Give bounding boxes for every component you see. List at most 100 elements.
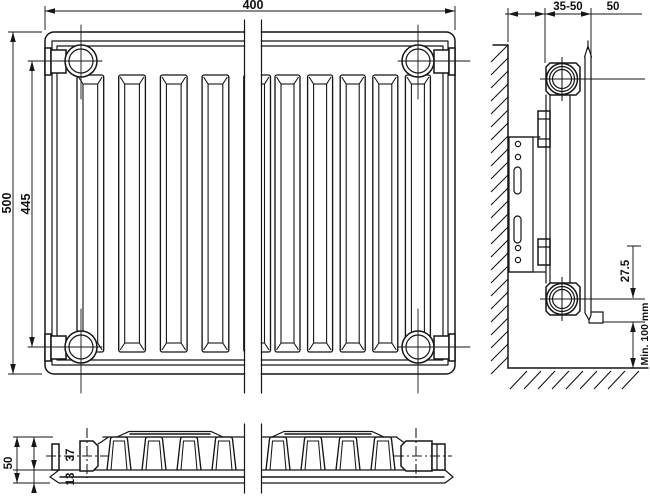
- dim-arrowhead: [630, 288, 636, 298]
- wall-hatch-line: [490, 239, 509, 258]
- wall-hatch-line: [490, 265, 509, 284]
- wall-hatch-line: [490, 226, 509, 245]
- wall-hatch-line: [490, 343, 509, 362]
- wall-hatch-line: [490, 70, 509, 89]
- top-cap-profile: [116, 430, 385, 438]
- bottom-view-left-hub: [46, 428, 109, 478]
- dim-front-height: 500: [0, 193, 14, 214]
- flute-bevel: [203, 76, 228, 351]
- dim-arrowhead: [445, 8, 455, 14]
- floor-hatch-line: [579, 370, 598, 390]
- dim-height-lines: [8, 31, 42, 375]
- dim-side-wall-distance: 35-50: [553, 1, 582, 13]
- flute-bevel: [308, 76, 332, 351]
- flute-outer: [159, 74, 188, 353]
- floor-hatch-line: [621, 370, 640, 390]
- left-stub-cap: [51, 443, 60, 471]
- bottom-view-right-hub: [394, 428, 452, 478]
- dim-side-depth: 50: [607, 1, 620, 13]
- wall-hatch-line: [490, 161, 509, 180]
- break-gap-bottom: [245, 424, 261, 494]
- floor-hatch-line: [593, 370, 612, 390]
- fin-outer: [300, 436, 326, 471]
- bracket-hole: [514, 244, 522, 252]
- flute-outer: [372, 74, 399, 353]
- fin-outer: [211, 436, 237, 471]
- flute-outer: [274, 74, 301, 353]
- bracket-hole: [514, 140, 522, 148]
- wall-bracket: [508, 110, 551, 273]
- break-lines: [243, 19, 263, 394]
- flute-inner: [82, 83, 99, 344]
- right-hub-center-lines: [394, 428, 452, 478]
- flute-outer: [118, 74, 147, 353]
- wall-hatching: [490, 44, 509, 375]
- wall-hatch-line: [490, 174, 509, 193]
- wall-hatch-line: [490, 122, 509, 141]
- fin-inner: [339, 440, 357, 471]
- flute-inner: [207, 83, 224, 344]
- wall-hatch-line: [490, 83, 509, 102]
- stub-bottom-right: [433, 335, 450, 360]
- left-hub-center-lines: [46, 428, 108, 478]
- fin-outer: [370, 436, 396, 471]
- flute-inner: [280, 83, 295, 344]
- bracket-edges: [508, 136, 546, 273]
- flute-bevel: [78, 76, 103, 351]
- fin-inner: [304, 440, 322, 471]
- floor-hatch-line: [537, 370, 556, 390]
- dim-arrowhead: [535, 11, 545, 17]
- hub-center-lines: [27, 24, 471, 394]
- wall-hatch-line: [490, 278, 509, 297]
- dim-arrowhead: [31, 460, 37, 470]
- wall-hatch-line: [490, 330, 509, 349]
- fin-outer: [106, 436, 132, 471]
- bottom-dim-lines: [13, 436, 59, 493]
- bracket-hole: [514, 153, 522, 161]
- wall-line: [492, 44, 509, 369]
- dim-front-pitch: 445: [19, 194, 33, 215]
- side-view: 35-50 50 27.5 Min. 100 mm: [490, 1, 650, 390]
- dim-bottom-panel-depth: 13: [65, 473, 77, 486]
- flute-bevel: [373, 76, 397, 351]
- wall-hatch-line: [490, 304, 509, 323]
- panel-strip: [49, 469, 454, 484]
- dim-arrowhead: [14, 473, 20, 483]
- break-gap: [245, 16, 261, 396]
- dim-arrowhead: [14, 437, 20, 447]
- dim-arrowhead: [29, 337, 35, 347]
- flute-bevel: [341, 76, 365, 351]
- wall-hatch-line: [490, 148, 509, 167]
- dim-arrowhead: [581, 11, 591, 17]
- side-dim-arrows: [508, 11, 636, 368]
- dim-arrowhead: [45, 8, 55, 14]
- wall-hatch-line: [490, 57, 509, 76]
- floor-hatch-line: [565, 370, 584, 390]
- fin-inner: [110, 440, 128, 471]
- dim-front-width: 400: [243, 0, 264, 12]
- wall-hatch-line: [490, 109, 509, 128]
- dim-arrowhead: [630, 358, 636, 368]
- dim-arrowhead: [508, 11, 518, 17]
- flute-bevel: [119, 76, 145, 351]
- flute-bevel: [406, 76, 430, 351]
- bottom-dim-arrows: [14, 437, 37, 493]
- fin-inner: [180, 440, 198, 471]
- side-right-dim-lines: [603, 245, 645, 368]
- dim-arrowhead: [10, 32, 16, 42]
- wall-hatch-line: [490, 252, 509, 271]
- bracket-slot: [513, 166, 522, 195]
- fin-outer: [335, 436, 361, 471]
- wall-hatch-line: [490, 200, 509, 219]
- bracket-top-clip-detail: [537, 118, 551, 140]
- dim-arrowhead: [545, 11, 555, 17]
- fin-inner: [269, 440, 287, 471]
- flute-inner: [378, 83, 393, 344]
- dim-bottom-depth: 50: [3, 457, 15, 470]
- wall-hatch-line: [490, 317, 509, 336]
- right-stub-cap: [431, 443, 446, 471]
- wall-hatch-line: [490, 96, 509, 115]
- bracket-hole: [514, 256, 522, 264]
- flute-inner: [313, 83, 328, 344]
